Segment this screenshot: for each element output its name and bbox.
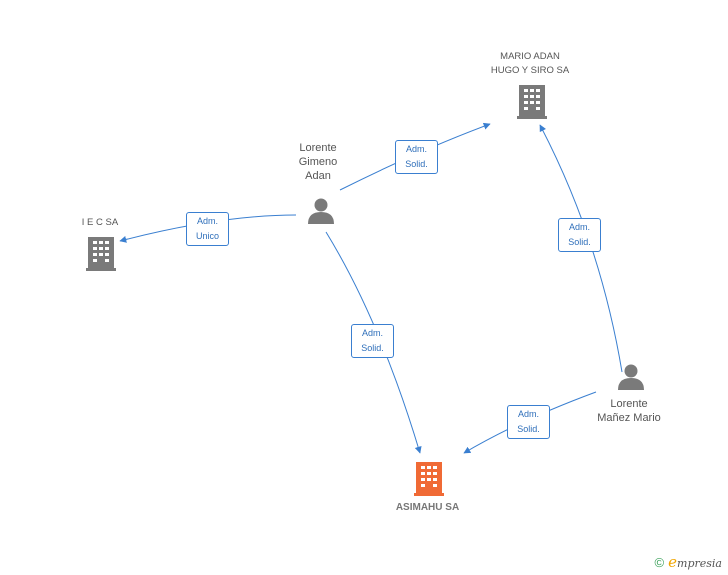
building-icon[interactable]: [414, 462, 444, 496]
person-icon[interactable]: [618, 364, 644, 391]
edge-label-adm-solid: Adm. Solid.: [395, 140, 438, 174]
copyright-symbol: ©: [654, 555, 665, 570]
node-label-asimahu[interactable]: ASIMAHU SA: [395, 502, 460, 513]
node-label-lorente-manez[interactable]: Lorente Mañez Mario: [597, 398, 661, 424]
building-icon[interactable]: [517, 85, 547, 119]
edge-label-adm-solid: Adm. Solid.: [351, 324, 394, 358]
edge-label-adm-unico: Adm. Unico: [186, 212, 229, 246]
node-label-lorente-gimeno[interactable]: Lorente Gimeno Adan: [298, 142, 338, 182]
brand-logo: empresia: [668, 553, 722, 571]
building-icon[interactable]: [86, 237, 116, 271]
node-label-mario-adan[interactable]: MARIO ADAN HUGO Y SIRO SA: [490, 51, 570, 76]
edge-label-adm-solid: Adm. Solid.: [558, 218, 601, 252]
footer-brand: ©empresia: [655, 553, 722, 571]
person-icon[interactable]: [308, 198, 334, 225]
node-label-iecsa[interactable]: I E C SA: [81, 217, 119, 228]
edge-label-adm-solid: Adm. Solid.: [507, 405, 550, 439]
